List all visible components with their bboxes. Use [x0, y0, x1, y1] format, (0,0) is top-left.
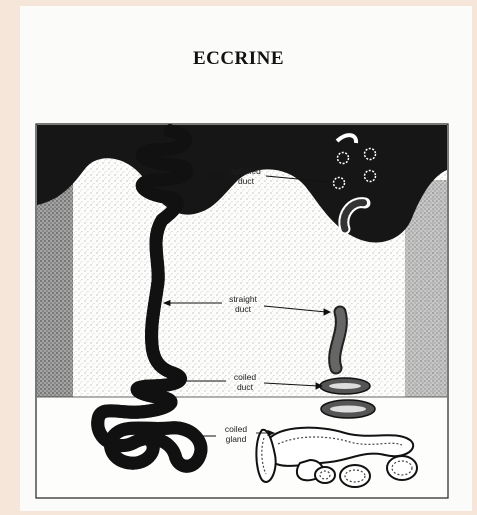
label-coiled-gland: coiled gland	[225, 424, 247, 444]
svg-text:duct: duct	[235, 304, 252, 314]
svg-text:straight: straight	[229, 294, 258, 304]
label-coiled-duct: coiled duct	[234, 372, 256, 392]
svg-text:gland: gland	[226, 434, 247, 444]
svg-text:duct: duct	[237, 382, 254, 392]
svg-text:spiraled: spiraled	[231, 166, 261, 176]
svg-text:duct: duct	[238, 176, 255, 186]
svg-text:coiled: coiled	[234, 372, 256, 382]
svg-text:coiled: coiled	[225, 424, 247, 434]
